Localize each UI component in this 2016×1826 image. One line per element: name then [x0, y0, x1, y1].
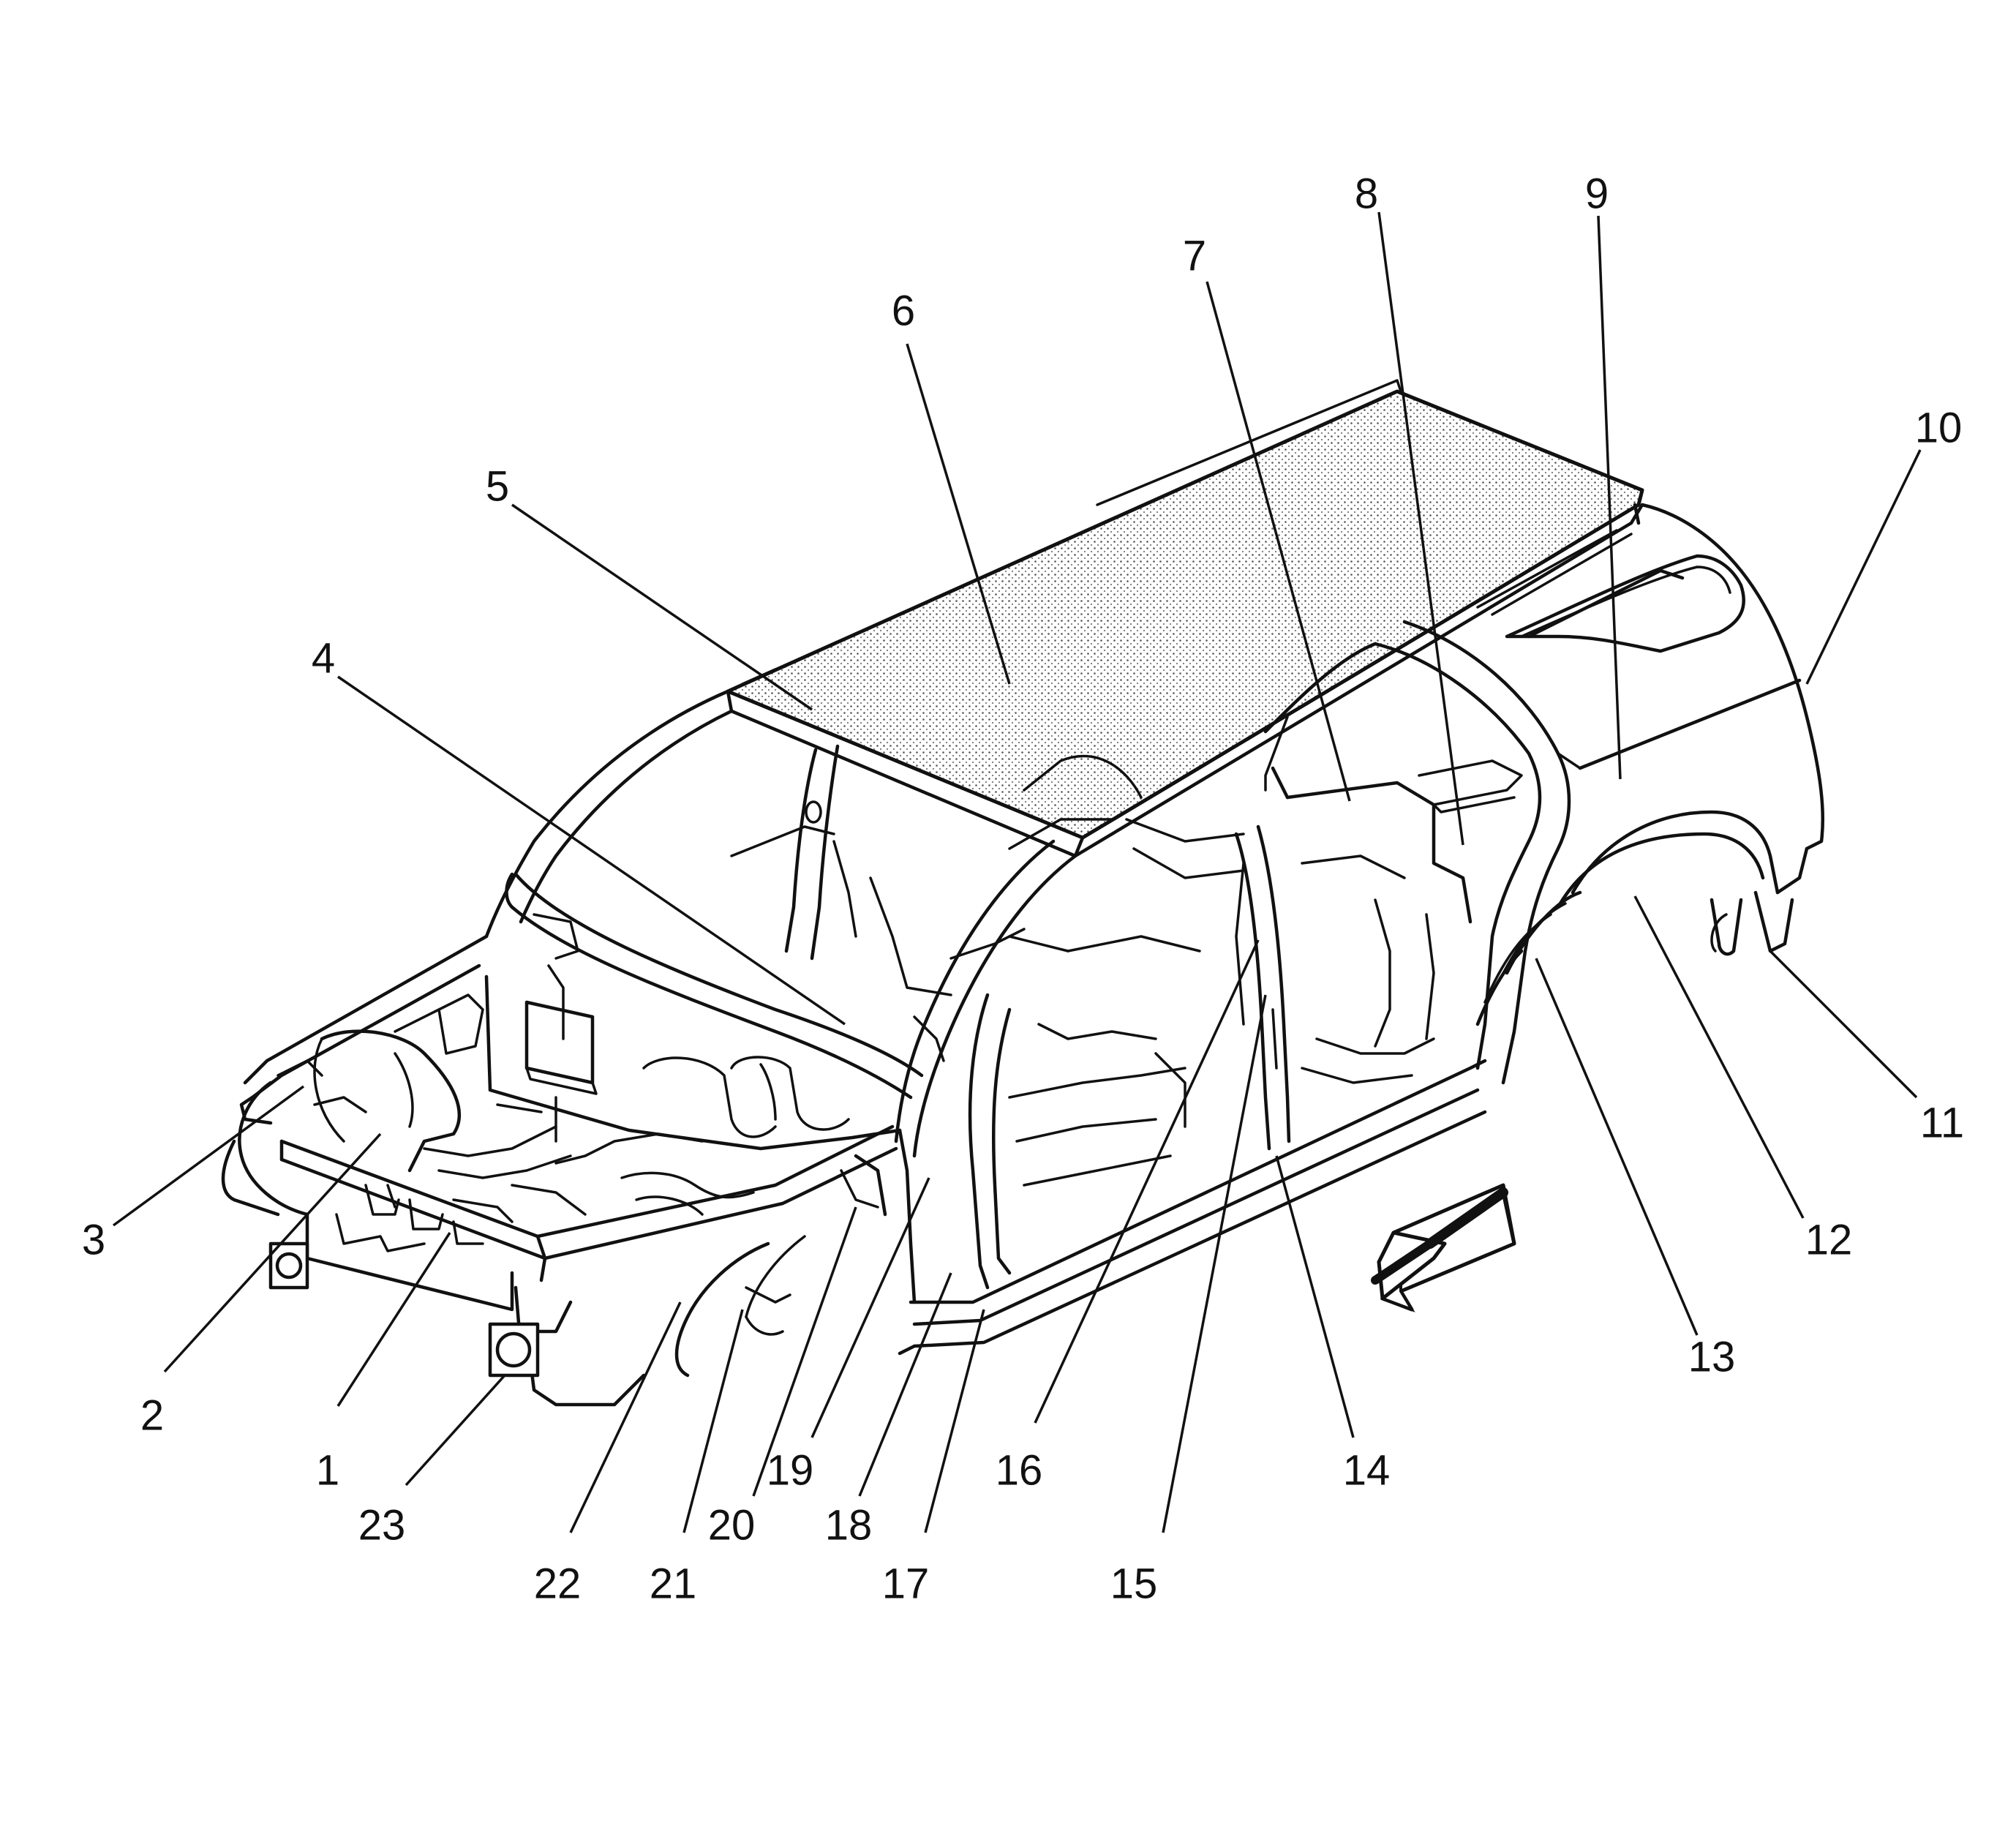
callout-7: 7: [1183, 233, 1206, 280]
leader-14: [1275, 1155, 1355, 1438]
callout-9: 9: [1585, 170, 1609, 218]
callout-numbers: 1 2 3 4 5 6 7 8 9 10 11 12 13 14 15 16 1…: [82, 170, 1964, 1608]
leader-13: [1535, 958, 1699, 1336]
callout-20: 20: [708, 1502, 756, 1549]
leader-5: [511, 503, 813, 711]
leader-8: [1377, 211, 1464, 846]
callout-4: 4: [312, 635, 335, 683]
callout-18: 18: [825, 1502, 873, 1549]
leader-18: [858, 1272, 952, 1497]
callout-17: 17: [882, 1560, 930, 1608]
leader-10: [1805, 449, 1922, 685]
callout-8: 8: [1355, 170, 1378, 218]
leader-12: [1633, 895, 1805, 1219]
callout-19: 19: [767, 1447, 814, 1495]
leader-23: [405, 1374, 506, 1487]
callout-6: 6: [892, 288, 915, 335]
leader-2: [163, 1132, 382, 1373]
callout-12: 12: [1805, 1217, 1853, 1264]
callout-10: 10: [1915, 405, 1963, 452]
leader-7: [1206, 281, 1351, 802]
callout-3: 3: [82, 1217, 105, 1264]
leader-20: [752, 1206, 857, 1497]
callout-13: 13: [1688, 1334, 1736, 1381]
leader-3: [112, 1085, 305, 1227]
leader-1: [336, 1232, 451, 1407]
callout-23: 23: [358, 1502, 406, 1549]
leader-11: [1769, 950, 1918, 1099]
leader-lines: [112, 211, 1922, 1533]
callout-1: 1: [316, 1447, 339, 1495]
leader-19: [810, 1177, 930, 1438]
leader-4: [337, 675, 846, 1026]
callout-15: 15: [1110, 1560, 1158, 1608]
callout-16: 16: [996, 1447, 1043, 1495]
callout-5: 5: [486, 463, 509, 511]
callout-22: 22: [534, 1560, 582, 1608]
leader-16: [1034, 939, 1260, 1424]
direction-arrow-icon: [1371, 1183, 1516, 1312]
vehicle-body-illustration: [221, 379, 1825, 1407]
leader-6: [906, 343, 1011, 685]
callout-11: 11: [1920, 1100, 1964, 1147]
leader-21: [682, 1309, 744, 1533]
callout-21: 21: [650, 1560, 697, 1608]
roof-panel: [726, 389, 1644, 840]
leader-22: [569, 1301, 682, 1533]
callout-14: 14: [1343, 1447, 1391, 1495]
leader-15: [1162, 994, 1267, 1533]
callout-2: 2: [140, 1392, 164, 1440]
leader-17: [924, 1309, 985, 1533]
leader-9: [1597, 215, 1622, 780]
